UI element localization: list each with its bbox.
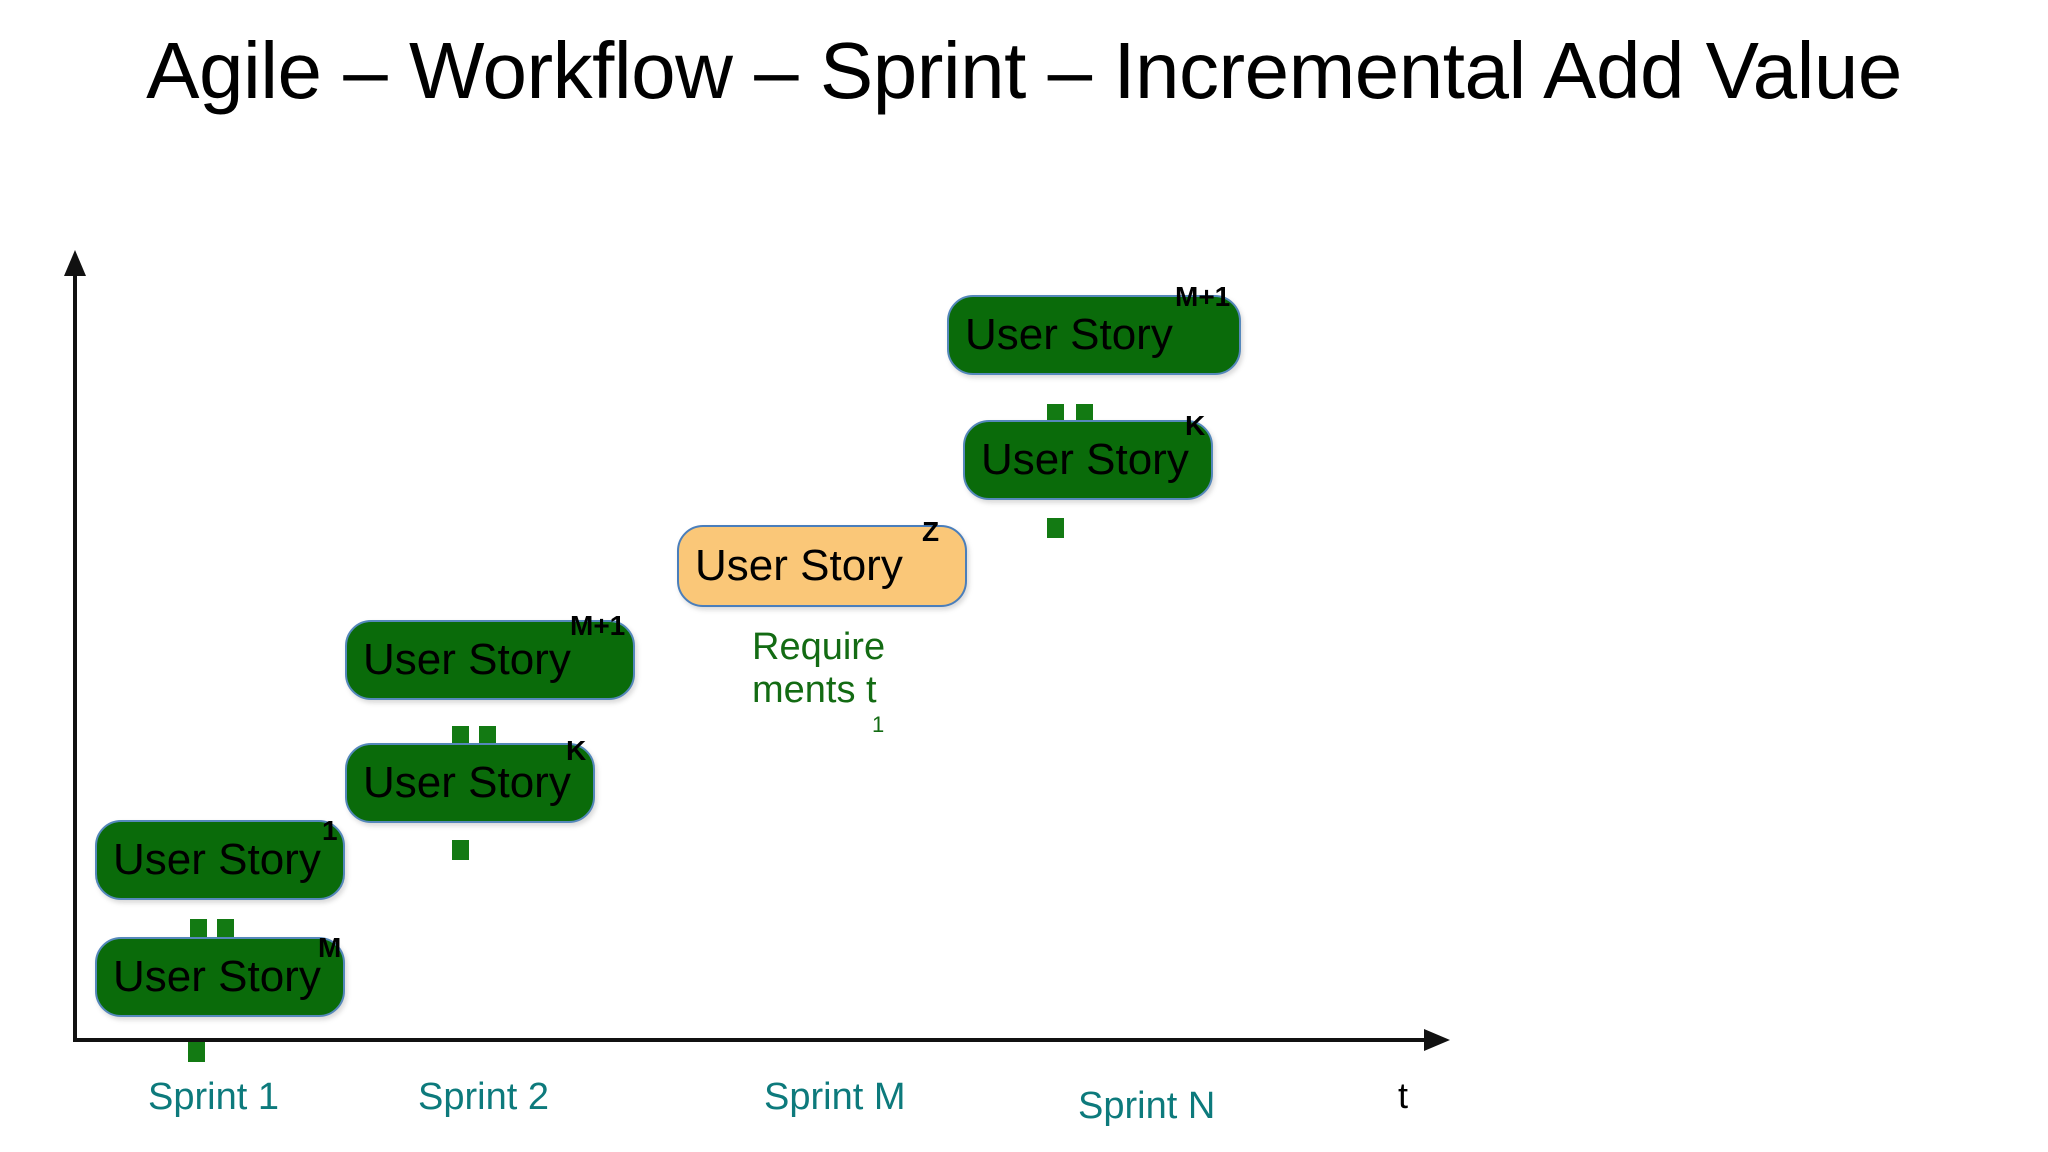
- story-card-label: User Story: [363, 758, 571, 807]
- ellipsis-dot: [1047, 404, 1064, 424]
- requirements-annotation: Require ments t: [752, 626, 886, 711]
- requirements-subscript: 1: [872, 712, 885, 737]
- story-card-superscript-sprintN-top: M+1: [1175, 281, 1231, 312]
- tick-label-sprint-n: Sprint N: [1078, 1085, 1216, 1127]
- tick-label-sprint-1: Sprint 1: [148, 1076, 279, 1118]
- ellipsis-dot: [1076, 404, 1093, 424]
- time-axis-arrow-icon: [1424, 1029, 1450, 1051]
- story-card-sprint2-top[interactable]: User Story: [345, 620, 635, 700]
- story-card-label: User Story: [113, 835, 321, 884]
- ellipsis-dot: [479, 726, 496, 746]
- ellipsis-dot: [1047, 518, 1064, 538]
- story-card-superscript-sprint2-top: M+1: [570, 610, 626, 641]
- time-axis-label: t: [1398, 1075, 1409, 1116]
- page-title: Agile – Workflow – Sprint – Incremental …: [146, 26, 1902, 115]
- story-card-superscript-sprint1-bottom: M: [318, 932, 342, 963]
- value-axis-arrow-icon: [64, 250, 86, 276]
- ellipsis-dot: [188, 1042, 205, 1062]
- ellipsis-dot: [190, 919, 207, 939]
- story-card-sprint1-top[interactable]: User Story: [95, 820, 345, 900]
- story-card-label: User Story: [363, 635, 571, 684]
- ellipsis-dot: [452, 840, 469, 860]
- story-card-superscript-sprintM-top: Z: [922, 516, 940, 547]
- story-card-sprintN-bottom[interactable]: User Story: [963, 420, 1213, 500]
- story-card-sprint1-bottom[interactable]: User Story: [95, 937, 345, 1017]
- story-card-label: User Story: [113, 952, 321, 1001]
- ellipsis-dot: [452, 726, 469, 746]
- ellipsis-dot: [217, 919, 234, 939]
- story-card-sprint2-bottom[interactable]: User Story: [345, 743, 595, 823]
- tick-label-sprint-m: Sprint M: [764, 1076, 906, 1118]
- story-card-label: User Story: [981, 435, 1189, 484]
- story-card-superscript-sprint1-top: 1: [322, 815, 338, 846]
- story-card-superscript-sprintN-bottom: K: [1185, 410, 1206, 441]
- story-card-superscript-sprint2-bottom: K: [566, 735, 587, 766]
- time-axis-line: [73, 1038, 1431, 1042]
- tick-label-sprint-2: Sprint 2: [418, 1076, 549, 1118]
- story-card-label: User Story: [965, 310, 1173, 359]
- value-axis-line: [73, 272, 77, 1042]
- story-card-sprintM-top[interactable]: User Story: [677, 525, 967, 607]
- story-card-label: User Story: [695, 541, 903, 590]
- story-card-sprintN-top[interactable]: User Story: [947, 295, 1241, 375]
